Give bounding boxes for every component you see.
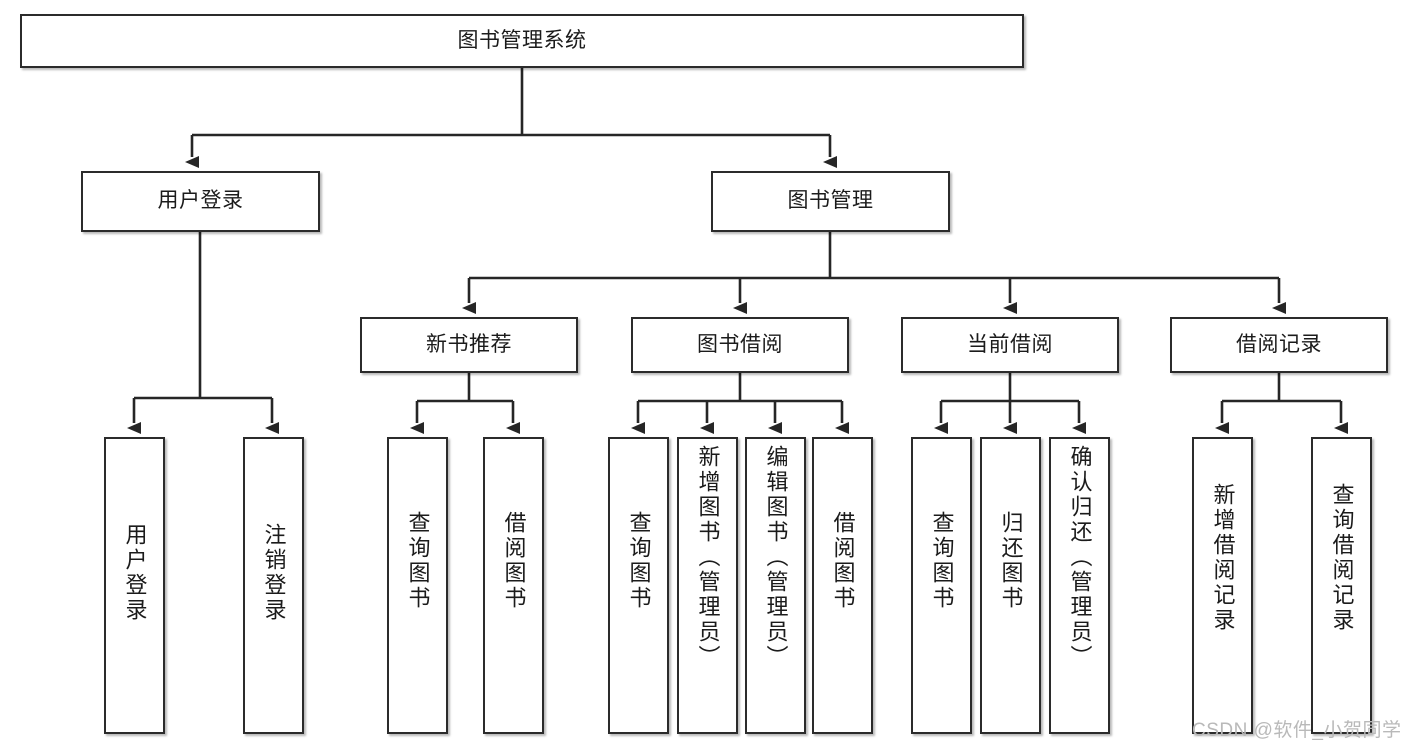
node-root-label: 图书管理系统 bbox=[457, 28, 587, 52]
node-current-borrow-label: 当前借阅 bbox=[967, 332, 1053, 356]
node-new-book-rec-label: 新书推荐 bbox=[426, 332, 512, 356]
node-leaf-query-book-3-label: 查询图书 bbox=[929, 511, 955, 611]
node-leaf-edit-book[interactable]: 编辑图书（管理员） bbox=[745, 437, 806, 734]
node-borrow-record-label: 借阅记录 bbox=[1236, 332, 1322, 356]
node-leaf-add-record[interactable]: 新增借阅记录 bbox=[1192, 437, 1253, 734]
node-leaf-borrow-book-2[interactable]: 借阅图书 bbox=[812, 437, 873, 734]
node-leaf-edit-book-label: 编辑图书（管理员） bbox=[763, 445, 789, 670]
node-leaf-add-book-label: 新增图书（管理员） bbox=[695, 445, 721, 670]
watermark-text: CSDN @软件_小贺同学 bbox=[1192, 720, 1402, 741]
node-leaf-user-login-label: 用户登录 bbox=[122, 523, 148, 623]
node-leaf-add-book[interactable]: 新增图书（管理员） bbox=[677, 437, 738, 734]
node-leaf-user-login[interactable]: 用户登录 bbox=[104, 437, 165, 734]
node-borrow-record[interactable]: 借阅记录 bbox=[1170, 317, 1388, 373]
node-leaf-return-book[interactable]: 归还图书 bbox=[980, 437, 1041, 734]
node-leaf-query-book-2-label: 查询图书 bbox=[626, 511, 652, 611]
node-current-borrow[interactable]: 当前借阅 bbox=[901, 317, 1119, 373]
node-leaf-query-book-3[interactable]: 查询图书 bbox=[911, 437, 972, 734]
node-leaf-logout[interactable]: 注销登录 bbox=[243, 437, 304, 734]
node-leaf-query-book-2[interactable]: 查询图书 bbox=[608, 437, 669, 734]
node-root[interactable]: 图书管理系统 bbox=[20, 14, 1024, 68]
node-leaf-return-book-label: 归还图书 bbox=[998, 511, 1024, 611]
node-book-manage[interactable]: 图书管理 bbox=[711, 171, 950, 232]
node-leaf-query-record-label: 查询借阅记录 bbox=[1329, 483, 1355, 633]
node-leaf-query-book-1-label: 查询图书 bbox=[405, 511, 431, 611]
node-leaf-query-book-1[interactable]: 查询图书 bbox=[387, 437, 448, 734]
node-new-book-rec[interactable]: 新书推荐 bbox=[360, 317, 578, 373]
node-book-manage-label: 图书管理 bbox=[787, 189, 874, 213]
node-leaf-borrow-book-1-label: 借阅图书 bbox=[501, 511, 527, 611]
node-leaf-query-record[interactable]: 查询借阅记录 bbox=[1311, 437, 1372, 734]
node-leaf-add-record-label: 新增借阅记录 bbox=[1210, 483, 1236, 633]
node-user-login[interactable]: 用户登录 bbox=[81, 171, 320, 232]
node-leaf-borrow-book-1[interactable]: 借阅图书 bbox=[483, 437, 544, 734]
node-leaf-logout-label: 注销登录 bbox=[261, 523, 287, 623]
node-user-login-label: 用户登录 bbox=[157, 189, 244, 213]
node-leaf-borrow-book-2-label: 借阅图书 bbox=[830, 511, 856, 611]
node-leaf-confirm-return[interactable]: 确认归还（管理员） bbox=[1049, 437, 1110, 734]
node-book-borrow-label: 图书借阅 bbox=[697, 332, 783, 356]
node-leaf-confirm-return-label: 确认归还（管理员） bbox=[1067, 445, 1093, 670]
node-book-borrow[interactable]: 图书借阅 bbox=[631, 317, 849, 373]
